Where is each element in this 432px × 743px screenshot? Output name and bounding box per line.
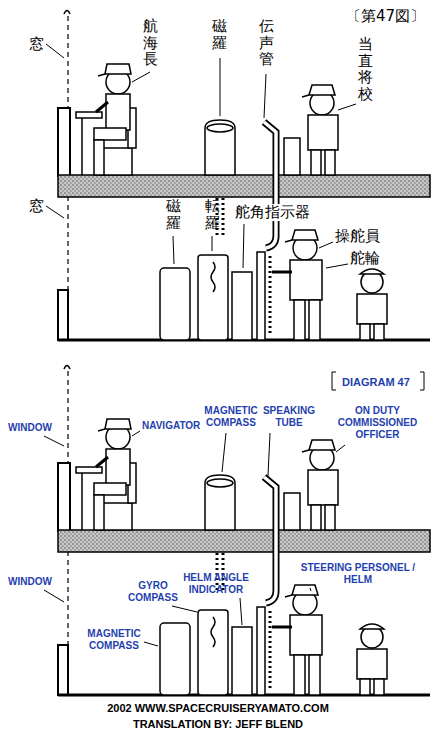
part-label: 当直将校 — [358, 36, 373, 102]
part-label: MAGNETIC COMPASS — [84, 628, 144, 652]
part-label: 窓 — [29, 36, 44, 53]
part-label: MAGNETIC COMPASS — [202, 405, 260, 429]
english-scene — [58, 366, 430, 696]
part-label: 舵角指示器 — [234, 204, 311, 221]
part-label: 伝声管 — [259, 18, 274, 68]
credit-text: TRANSLATION BY: JEFF BLEND — [2, 718, 432, 730]
part-label: 窓 — [29, 198, 44, 215]
part-label: ON DUTY COMMISSIONED OFFICER — [330, 405, 425, 441]
part-label: 舵輪 — [350, 250, 380, 267]
part-label: 航海長 — [143, 18, 158, 68]
part-label: WINDOW — [8, 422, 48, 434]
part-label: 磁羅 — [166, 198, 181, 231]
part-label: WINDOW — [8, 576, 48, 588]
part-label: 磁羅 — [212, 18, 227, 51]
part-label: STEERING PERSONEL / HELM — [298, 562, 418, 586]
part-label: GYRO COMPASS — [126, 580, 180, 604]
part-label: NAVIGATOR — [142, 420, 200, 432]
part-label: SPEAKING TUBE — [262, 405, 316, 429]
leader-lines — [44, 44, 424, 646]
japanese-scene — [58, 11, 430, 341]
diagram-title: DIAGRAM 47 — [342, 376, 410, 388]
part-label: 転羅 — [205, 198, 220, 231]
credit-text: 2002 WWW.SPACECRUISERYAMATO.COM — [2, 702, 432, 714]
part-label: HELM ANGLE INDICATOR — [180, 572, 252, 596]
part-label: 〔第47図〕 — [346, 8, 425, 25]
part-label: 操舵員 — [335, 228, 380, 245]
